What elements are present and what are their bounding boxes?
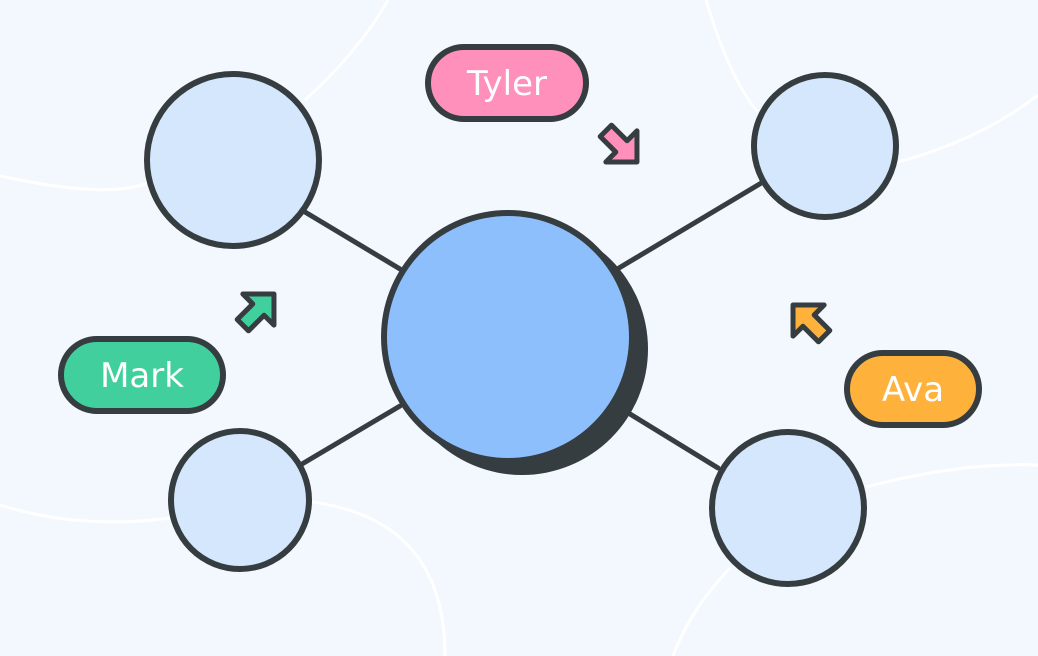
- cursor-arrow-icon-ava: [790, 302, 833, 345]
- collaborator-name-mark: Mark: [100, 356, 184, 396]
- cursor-arrow-icon-tyler: [597, 122, 640, 165]
- background-arc: [704, 0, 760, 113]
- connectors: [299, 179, 766, 471]
- background-arc: [303, 0, 390, 102]
- collaborator-tag-mark: [58, 336, 226, 414]
- branch-node-top-right[interactable]: [751, 72, 899, 220]
- collaborator-ava: Ava: [790, 302, 982, 428]
- background-arc: [671, 566, 732, 656]
- branch-node-bottom-right[interactable]: [709, 429, 867, 587]
- cursor-arrow-icon-mark: [234, 291, 277, 334]
- collaborator-tag-ava: [844, 350, 982, 428]
- branch-node-bottom-left[interactable]: [168, 428, 312, 572]
- background-arc: [865, 463, 1038, 489]
- connector-bottom-left: [299, 403, 403, 467]
- background-arc: [0, 503, 171, 524]
- collaborator-mark: Mark: [58, 291, 277, 414]
- connector-bottom-right: [627, 411, 721, 471]
- connector-top-left: [302, 209, 403, 272]
- branch-node-top-left[interactable]: [144, 71, 322, 249]
- collaborator-tag-tyler: [425, 44, 589, 122]
- central-node[interactable]: [381, 210, 648, 475]
- central-node-circle[interactable]: [381, 210, 635, 464]
- background-arc: [0, 174, 151, 192]
- collaborator-name-tyler: Tyler: [466, 64, 547, 104]
- connector-top-right: [616, 179, 766, 271]
- background-arc: [897, 93, 1038, 164]
- collaborator-tyler: Tyler: [425, 44, 640, 165]
- collaborator-name-ava: Ava: [882, 370, 944, 410]
- background-arc: [311, 500, 447, 656]
